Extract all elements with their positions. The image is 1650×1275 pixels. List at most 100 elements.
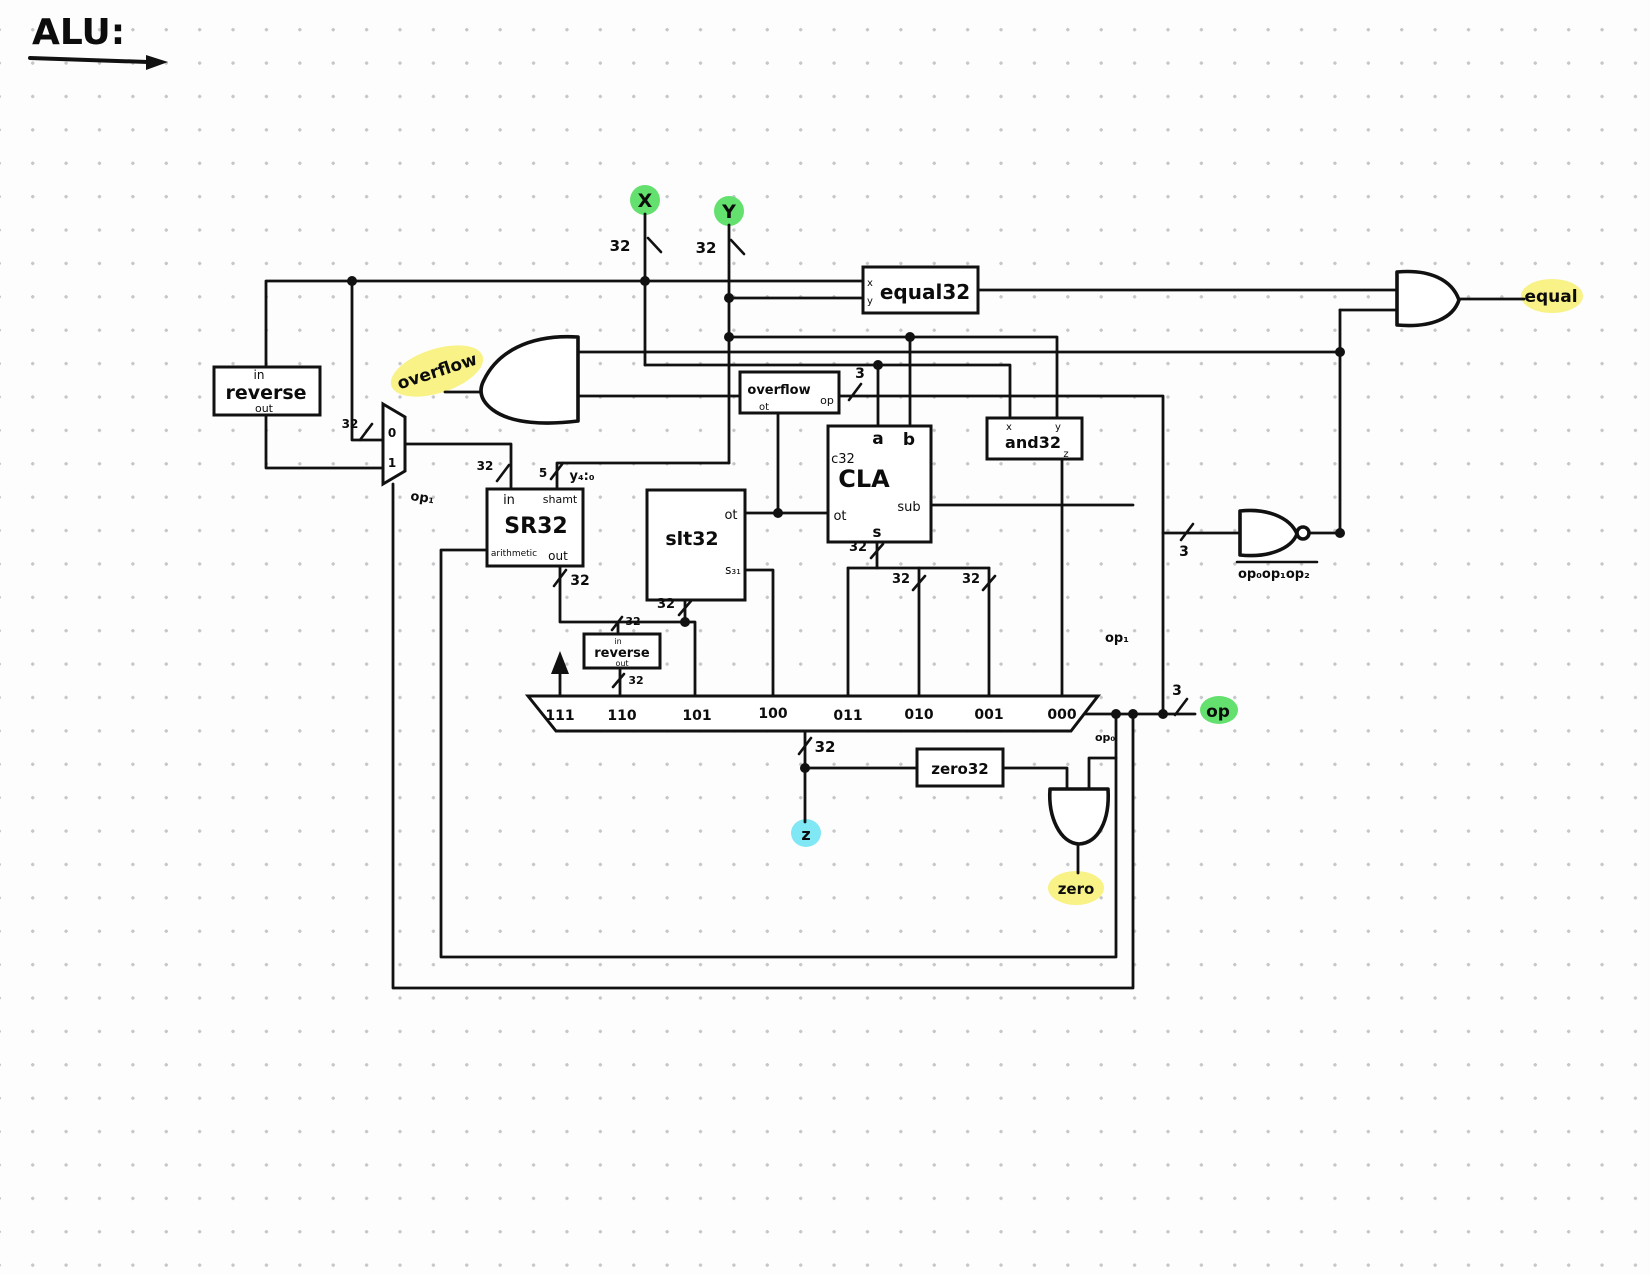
label-signal-x: X xyxy=(638,190,653,212)
pin-sr32-in: in xyxy=(503,493,515,508)
pin-equal32-x: x xyxy=(867,278,873,289)
label-width-op3: 3 xyxy=(1172,683,1182,699)
label-width-ssplit32a: 32 xyxy=(892,572,910,587)
label-width-ssplit32b: 32 xyxy=(962,572,980,587)
mux-left xyxy=(381,401,407,487)
pin-cla-s: s xyxy=(873,523,882,541)
label-width-revsmallin32: 32 xyxy=(625,615,640,628)
label-signal-zero: zero xyxy=(1058,880,1095,898)
label-signal-z: z xyxy=(801,825,810,844)
box-title-slt32: slt32 xyxy=(665,528,718,550)
mux-main xyxy=(524,694,1102,733)
box-title-equal32: equal32 xyxy=(880,280,970,304)
highlight-y xyxy=(714,196,744,226)
label-width-clas32: 32 xyxy=(849,540,867,555)
or-gate-overflow xyxy=(479,334,580,425)
label-op1-muxleft: op₁ xyxy=(409,489,435,507)
box-title-and32: and32 xyxy=(1005,433,1061,452)
wire-op0-arithmetic-loop xyxy=(439,548,1118,959)
pin-cla-b: b xyxy=(903,430,915,450)
mux-input-111: 111 xyxy=(545,708,574,724)
title-underline-arrow-icon xyxy=(146,55,168,70)
mux-input-011: 011 xyxy=(833,708,862,724)
label-width-sltbottom32: 32 xyxy=(657,597,675,612)
pin-slt32-ot: ot xyxy=(724,508,737,523)
box-reverse-small xyxy=(582,632,662,670)
pin-reverse-small-out: out xyxy=(615,659,628,668)
labels: ALU: X Y op overflow equal zero z 32 32 … xyxy=(28,12,1578,898)
pin-muxleft-0: 0 xyxy=(388,426,396,440)
wire-x-to-muxleft0 xyxy=(350,279,385,442)
pin-sr32-shamt: shamt xyxy=(543,493,578,506)
wire-y-to-shamt xyxy=(555,461,731,491)
box-title-reverse-top: reverse xyxy=(225,382,306,404)
box-and32 xyxy=(985,416,1084,461)
box-title-zero32: zero32 xyxy=(931,760,988,778)
label-signal-op: op xyxy=(1206,702,1230,722)
mux-input-101: 101 xyxy=(682,708,711,724)
wire-op1-select-loop xyxy=(391,482,1135,990)
wire-reverse-to-muxleft1 xyxy=(264,413,385,470)
and-gate-zero xyxy=(1048,787,1110,846)
label-op0: op₀ xyxy=(1095,731,1115,744)
box-equal32 xyxy=(861,265,980,315)
wire-op-to-overflowunit xyxy=(837,394,1165,716)
pin-reverse-small-in: in xyxy=(614,637,621,646)
pin-cla-sub: sub xyxy=(897,500,920,515)
box-sr32 xyxy=(485,487,585,568)
pin-slt32-s31: s₃₁ xyxy=(725,563,741,577)
pin-and32-x: x xyxy=(1006,422,1012,433)
pin-sr32-out: out xyxy=(548,549,568,563)
highlight-overflow xyxy=(390,345,484,397)
pin-sr32-arithmetic: arithmetic xyxy=(491,549,537,559)
mux-input-110: 110 xyxy=(607,708,636,724)
mux-input-001: 001 xyxy=(974,707,1003,723)
mux-input-100: 100 xyxy=(758,706,787,722)
pin-cla-ot: ot xyxy=(833,509,846,524)
pin-cla-a: a xyxy=(872,429,883,449)
label-width-revsmallout32: 32 xyxy=(628,674,643,687)
wire-x-top-bus xyxy=(264,279,865,369)
label-width-nand3: 3 xyxy=(1179,544,1189,560)
gates xyxy=(381,269,1461,846)
box-title-cla: CLA xyxy=(838,465,890,493)
label-signal-equal: equal xyxy=(1524,287,1577,307)
highlight-zero xyxy=(1048,871,1104,905)
nand-bubble-icon xyxy=(1295,525,1311,541)
mux-input-010: 010 xyxy=(904,707,933,723)
junction-dots xyxy=(347,276,1345,773)
wire-sr32out-to-mux101 xyxy=(558,564,697,698)
label-op1-sub: op₁ xyxy=(1105,631,1129,646)
label-shamt-y40: y₄:₀ xyxy=(569,469,594,484)
pin-and32-z: z xyxy=(1063,449,1068,460)
box-cla xyxy=(826,424,933,544)
label-width-shamt5: 5 xyxy=(539,466,547,480)
label-width-y32: 32 xyxy=(696,239,717,257)
pin-overflow-ot: ot xyxy=(759,402,769,413)
wire-muxleft-to-sr32in xyxy=(403,442,513,491)
highlight-op xyxy=(1200,696,1238,724)
wire-op0-to-zeroand xyxy=(1087,756,1118,791)
pin-reverse-top-out: out xyxy=(255,402,274,415)
box-zero32 xyxy=(915,747,1005,788)
wire-y-to-and32 xyxy=(727,335,1059,420)
pin-cla-c32: c32 xyxy=(831,452,855,467)
title-underline xyxy=(28,56,150,64)
box-title-reverse-small: reverse xyxy=(594,646,650,661)
label-width-overflowop3: 3 xyxy=(855,366,865,382)
boxes xyxy=(212,265,1084,788)
label-width-muxleft32: 32 xyxy=(342,417,359,431)
pin-muxleft-1: 1 xyxy=(388,456,396,470)
pin-reverse-top-in: in xyxy=(254,368,265,382)
label-width-x32: 32 xyxy=(610,237,631,255)
label-signal-y: Y xyxy=(721,201,736,223)
and-gate-equal xyxy=(1395,269,1461,328)
label-width-srout32: 32 xyxy=(570,573,589,589)
wire-x-to-and32 xyxy=(643,363,1012,420)
highlight-z xyxy=(791,819,821,847)
bus-slashes xyxy=(358,236,1195,756)
label-width-srin32: 32 xyxy=(477,459,494,473)
box-title-sr32: SR32 xyxy=(504,514,567,539)
